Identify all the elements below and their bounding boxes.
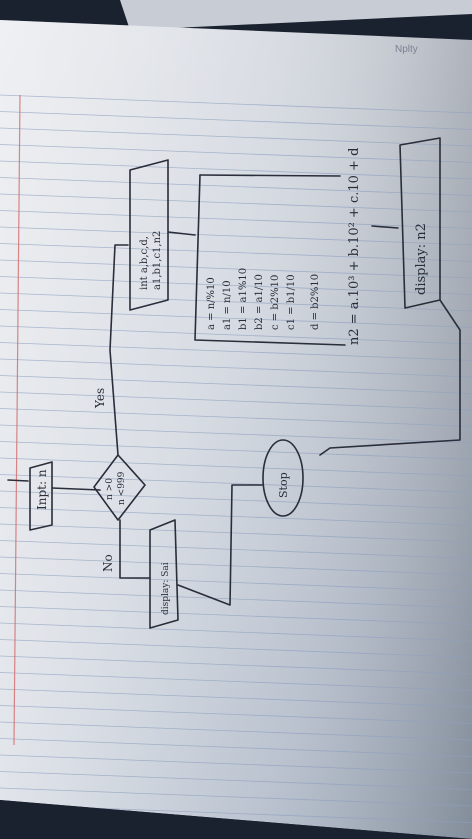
display-error-text: display: Sai [161,562,171,615]
ruled-line [0,193,472,213]
display-result-text: display: n2 [414,223,429,295]
stop-oval [262,439,304,517]
arrow-input-decision [51,487,101,491]
ruled-line [0,639,472,658]
declare-box [129,159,169,311]
ruled-lines [0,94,472,823]
ruled-line [0,523,472,543]
error-to-stop-line [177,484,263,606]
ruled-line [0,474,472,493]
ruled-line [0,144,472,163]
ruled-line [0,325,472,345]
ruled-line [0,490,472,510]
ruled-line [0,507,472,526]
ruled-line [0,210,472,229]
ruled-line [0,424,472,444]
desk-bottom [0,800,472,839]
process-line: b1 = a1%10 [238,268,249,330]
ruled-line [0,160,472,180]
ruled-line [0,655,472,675]
ruled-line [0,556,472,576]
process-lines: a = n/%10 a1 = n/10 b1 = a1%10 b2 = a1/1… [206,268,321,330]
ruled-line [0,606,472,625]
decision-diamond [93,454,146,521]
ruled-line [0,688,472,708]
process-line: a = n/%10 [206,277,217,330]
ruled-line [0,177,472,196]
ruled-line [0,589,472,609]
no-branch-line [119,519,151,579]
yes-label: Yes [93,388,107,409]
arrow-declare-process [167,231,196,236]
ruled-line [0,243,472,262]
ruled-line [0,94,472,114]
ruled-line [0,127,472,147]
notebook-label: Nplty [395,44,418,55]
ruled-line [0,721,472,741]
margin-line [13,94,21,746]
decision-line2: n <999 [117,471,127,505]
ruled-line [0,309,472,328]
arrow-formula-display [371,225,399,229]
ruled-line [0,573,472,592]
formula-text: n2 = a.10³ + b.10² + c.10 + d [347,148,362,345]
ruled-line [0,342,472,361]
ruled-line [0,672,472,691]
no-label: No [101,554,115,572]
ruled-line [0,375,472,394]
ruled-line [0,622,472,642]
process-box [194,174,346,346]
yes-branch-line [109,244,129,456]
ruled-line [0,771,472,790]
input-box-text: Inpt: n [35,469,49,510]
ruled-line [0,787,472,807]
declare-line2: a1,b1,c1,n2 [152,231,163,290]
light-overlay [0,20,472,839]
ruled-line [0,292,472,312]
ruled-line [0,738,472,757]
ruled-line [0,705,472,724]
ruled-line [0,358,472,378]
ruled-line [0,276,472,295]
process-line: d = b2%10 [310,274,321,330]
ruled-line [0,540,472,559]
ruled-line [0,226,472,246]
ruled-line [0,457,472,477]
process-line: c = b2%10 [270,275,281,330]
ruled-line [0,754,472,774]
start-arrow [7,479,29,482]
process-line: c1 = b1/10 [286,274,297,330]
display-error-box [149,519,179,629]
ruled-line [0,391,472,411]
arrow-display-stop [319,299,461,456]
ruled-line [0,111,472,130]
declare-line1: int a,b,c,d, [139,236,150,290]
process-line: b2 = a1/10 [254,274,265,330]
decision-line1: n >0 [105,478,115,500]
ruled-line [0,441,472,460]
stop-text: Stop [277,472,290,498]
ruled-line [0,259,472,279]
top-page-edge [120,0,472,30]
process-box-right [199,174,341,177]
input-box [29,461,53,531]
process-line: a1 = n/10 [222,280,233,330]
ruled-line [0,408,472,427]
